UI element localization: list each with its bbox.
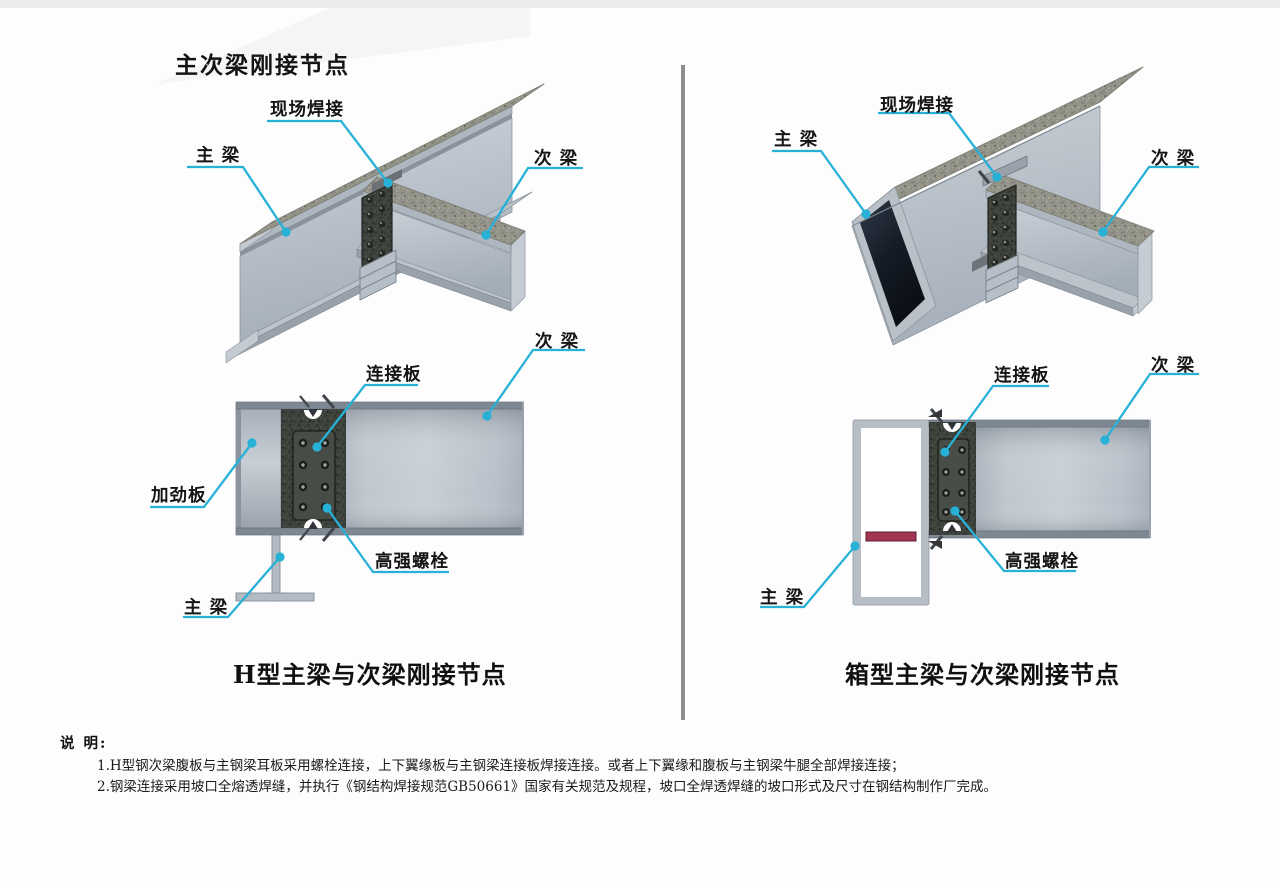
- page-title: 主次梁刚接节点: [175, 52, 350, 79]
- label-main-beam-left-3d: 主 梁: [196, 146, 241, 166]
- left-2d-stiffener: [235, 408, 282, 529]
- right-3d-diagram: [851, 66, 1155, 346]
- label-secondary-beam-right-3d: 次 梁: [1151, 149, 1196, 169]
- label-main-beam-right-3d: 主 梁: [774, 130, 819, 150]
- label-secondary-beam-right-2d: 次 梁: [1151, 356, 1196, 376]
- label-hs-bolts-right-2d: 高强螺栓: [1005, 552, 1079, 572]
- label-site-weld-left-3d: 现场焊接: [270, 100, 344, 120]
- right-2d-diagram: [852, 408, 1151, 606]
- label-main-beam-left-2d: 主 梁: [184, 598, 229, 618]
- right-2d-box-interior: [861, 428, 921, 597]
- left-2d-top-flange-edge: [235, 401, 524, 410]
- right-weld-tab-bottom: [972, 252, 992, 272]
- left-3d-diagram: [225, 83, 545, 364]
- left-2d-diagram: [235, 394, 524, 602]
- label-connection-plate-right-2d: 连接板: [994, 366, 1050, 386]
- left-2d-bottom-flange-edge: [235, 527, 524, 536]
- label-main-beam-right-2d: 主 梁: [760, 588, 805, 608]
- left-3d-bolts: [366, 190, 386, 264]
- label-site-weld-right-3d: 现场焊接: [880, 96, 954, 116]
- label-secondary-beam-left-2d: 次 梁: [535, 332, 580, 352]
- center-divider-line: [681, 65, 685, 720]
- label-connection-plate-left-2d: 连接板: [366, 365, 422, 385]
- label-stiffener-plate-left-2d: 加劲板: [151, 486, 207, 506]
- leader-dots: [247, 172, 1110, 562]
- right-diagram-caption: 箱型主梁与次梁刚接节点: [845, 660, 1120, 689]
- left-2d-main-bottom-flange: [235, 592, 315, 602]
- leader-lines: [150, 111, 1199, 619]
- note-line-1: 1.H型钢次梁腹板与主钢梁耳板采用螺栓连接，上下翼缘板与主钢梁连接板焊接连接。或…: [97, 758, 905, 774]
- note-line-2: 2.钢梁连接采用坡口全熔透焊缝，并执行《钢结构焊接规范GB50661》国家有关规…: [97, 779, 998, 795]
- left-3d-bracket: [359, 249, 397, 301]
- label-secondary-beam-left-3d: 次 梁: [534, 149, 579, 169]
- notes-heading: 说 明:: [60, 735, 108, 752]
- background-artifacts: [0, 0, 1280, 104]
- label-hs-bolts-left-2d: 高强螺栓: [375, 552, 449, 572]
- box-open-end: [860, 200, 925, 327]
- right-2d-red-bar: [865, 531, 917, 542]
- left-diagram-caption: H型主梁与次梁刚接节点: [233, 660, 507, 689]
